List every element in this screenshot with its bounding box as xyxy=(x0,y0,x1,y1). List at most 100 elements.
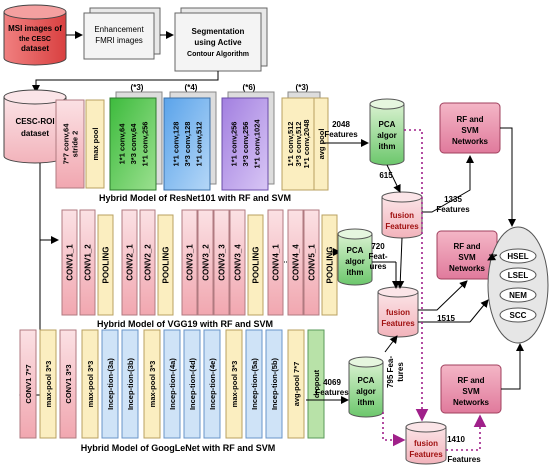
vgg-conv-block xyxy=(213,209,230,316)
label-1410-features: Features xyxy=(447,455,481,464)
rfsvm-2-l1: RF and xyxy=(453,242,480,251)
googlenet-block xyxy=(39,329,57,439)
fusion-1: fusion Features xyxy=(381,191,423,239)
msi-dataset-cylinder: MSI images of the CESC dataset xyxy=(3,4,67,66)
pca-googlenet: PCA algor ithm xyxy=(348,356,384,418)
googlenet-block xyxy=(183,329,201,439)
label-615: 615 xyxy=(379,171,393,180)
vgg-block-text: POOLING xyxy=(326,247,335,284)
vgg-conv-block xyxy=(139,209,156,316)
googlenet-block-text: avg-pool 7*7 xyxy=(292,362,301,407)
vgg-conv-block xyxy=(287,209,304,316)
vgg-conv-block xyxy=(229,209,246,316)
pca-goog-l1: PCA xyxy=(358,376,375,385)
vgg-conv-block xyxy=(303,209,320,316)
arrow-rfsvm1-classes xyxy=(500,127,516,227)
googlenet-block xyxy=(143,329,161,439)
arrow-fusion1-fusion2 xyxy=(396,237,405,289)
vgg-block-text: CONV3_4 xyxy=(234,244,243,281)
vgg-block-text: CONV1_1 xyxy=(66,244,75,281)
googlenet-block-text: CONV1 7*7 xyxy=(24,364,33,403)
roi-label-1: CESC-ROI xyxy=(15,117,54,126)
class-scc: SCC xyxy=(510,311,527,320)
googlenet-block xyxy=(59,329,77,439)
resnet-block-text: 1*1 conv,256 xyxy=(141,122,150,167)
vgg-conv-block xyxy=(61,209,78,316)
vgg-block-text: CONV3_1 xyxy=(186,244,195,281)
googlenet-block xyxy=(121,329,139,439)
rfsvm-box-3: RF and SVM Networks xyxy=(440,364,502,414)
label-1335-features: Features xyxy=(436,205,470,214)
pca-resnet: PCA algor ithm xyxy=(369,98,405,166)
vgg-pool-block xyxy=(321,214,338,316)
vgg-block-text: CONV5_1 xyxy=(308,244,317,281)
resnet-multiplier: (*3) xyxy=(131,83,144,92)
vgg-caption: Hybrid Model of VGG19 with RF and SVM xyxy=(97,319,273,329)
msi-label-3: dataset xyxy=(21,44,49,53)
googlenet-block xyxy=(203,329,221,439)
googlenet-block-text: Incep-tion-(3a) xyxy=(106,358,115,410)
resnet-block-text: max pool xyxy=(91,128,100,161)
googlenet-block xyxy=(101,329,119,439)
resnet-block-text: stride 2 xyxy=(71,131,80,158)
dotted-pca1-fusion3 xyxy=(404,129,429,422)
resnet-block-text: 1*1 conv,512 xyxy=(286,122,295,167)
googlenet-block-text: Incep-tion-(4e) xyxy=(208,358,217,410)
resnet-caption: Hybrid Model of ResNet101 with RF and SV… xyxy=(99,193,291,203)
pca-vgg-l3: ithm xyxy=(347,268,364,277)
pca-vgg: PCA algor ithm xyxy=(337,228,373,286)
googlenet-block xyxy=(287,329,305,439)
fusion-3-l1: fusion xyxy=(414,439,438,448)
enhancement-fmri-box: Enhancement FMRI images xyxy=(83,7,161,60)
fusion-3-l2: Features xyxy=(409,450,443,459)
vgg-block-text: CONV2_1 xyxy=(126,244,135,281)
msi-label-1: MSI images of xyxy=(8,24,62,33)
googlenet-block xyxy=(19,329,37,439)
label-795-tures: tures xyxy=(396,362,405,382)
fmri-label-2: FMRI images xyxy=(95,36,143,45)
vgg-block-text: CONV4_4 xyxy=(292,244,301,281)
label-720: 720 xyxy=(371,242,385,251)
vgg-block-text: POOLING xyxy=(102,247,111,284)
arrow-rfsvm3-classes xyxy=(501,343,524,390)
resnet-multiplier: (*3) xyxy=(296,83,309,92)
fusion-3: fusion Features xyxy=(405,421,447,465)
resnet-block xyxy=(221,97,269,191)
vgg-block-text: POOLING xyxy=(252,247,261,284)
label-4069-features: Features xyxy=(315,388,349,397)
googlenet-block-text: max-pool 3*3 xyxy=(86,361,95,408)
vgg-block-text: POOLING xyxy=(162,247,171,284)
seg-label-3: Contour Algorithm xyxy=(187,51,249,58)
vgg-block-text: CONV3_2 xyxy=(202,244,211,281)
vgg-conv-block xyxy=(267,209,284,316)
arrow-fusion2-classes xyxy=(469,299,489,323)
resnet-block-text: 1*1 conv,64 xyxy=(118,123,127,165)
resnet-block-text: 3*3 conv,128 xyxy=(183,122,192,167)
fusion-2-l2: Features xyxy=(381,319,415,328)
resnet-block-text: 3*3 conv,512 xyxy=(294,122,303,167)
arrow-fusion2-rfsvm2 xyxy=(418,280,468,311)
vgg-conv-block xyxy=(197,209,214,316)
googlenet-block-text: Incep-tion-(3b) xyxy=(126,357,135,410)
rfsvm-1-l1: RF and xyxy=(456,115,483,124)
googlenet-block-text: dropout xyxy=(312,369,321,398)
rfsvm-1-l3: Networks xyxy=(452,137,489,146)
vgg-pool-block xyxy=(247,214,264,316)
googlenet-block xyxy=(163,329,181,439)
msi-label-2: the CESC xyxy=(19,36,51,43)
googlenet-block xyxy=(245,329,263,439)
pca-vgg-l2: algor xyxy=(345,257,365,266)
vgg-pool-block xyxy=(157,214,174,316)
vgg-block-text: CONV2_2 xyxy=(144,244,153,281)
resnet-block xyxy=(109,97,157,191)
fusion-1-l1: fusion xyxy=(390,211,414,220)
googlenet-block-text: Incep-tion-(5b) xyxy=(270,357,279,410)
googlenet-block xyxy=(265,329,283,439)
label-4069: 4069 xyxy=(323,378,341,387)
resnet-block xyxy=(163,97,211,191)
pca-goog-l3: ithm xyxy=(358,398,375,407)
rfsvm-2-l3: Networks xyxy=(449,264,486,273)
